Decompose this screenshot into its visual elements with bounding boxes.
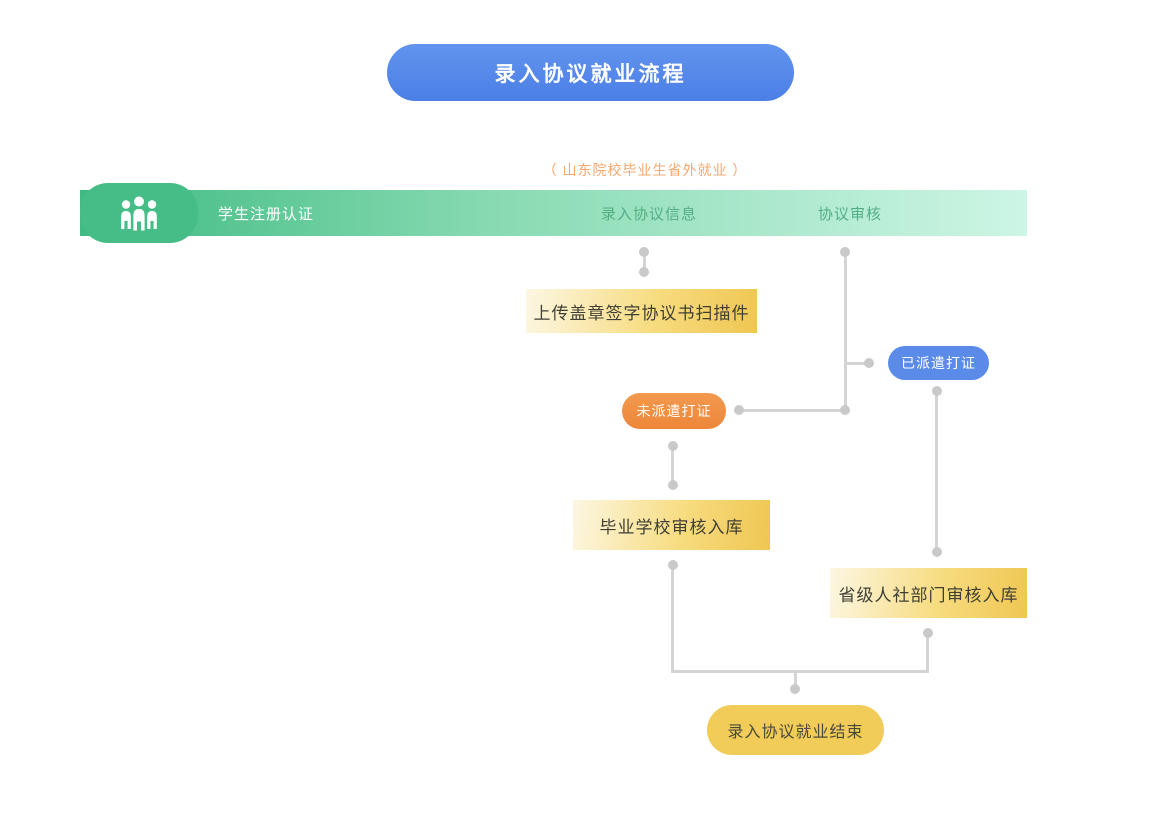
actor-badge bbox=[80, 183, 198, 243]
connector-line bbox=[926, 633, 929, 673]
connector-dot bbox=[840, 247, 850, 257]
connector-line bbox=[671, 670, 929, 673]
school-review-box: 毕业学校审核入库 bbox=[573, 500, 770, 550]
connector-line bbox=[794, 670, 797, 688]
connector-dot bbox=[864, 358, 874, 368]
page-title: 录入协议就业流程 bbox=[387, 44, 794, 101]
connector-line bbox=[742, 409, 845, 412]
scope-note: （ 山东院校毕业生省外就业 ） bbox=[542, 162, 748, 178]
connector-dot bbox=[932, 386, 942, 396]
upload-scan-box: 上传盖章签字协议书扫描件 bbox=[526, 289, 757, 333]
connector-line bbox=[844, 252, 847, 411]
connector-dot bbox=[668, 441, 678, 451]
dispatched-pill: 已派遣打证 bbox=[888, 346, 989, 380]
connector-dot bbox=[668, 480, 678, 490]
process-lane-bar bbox=[80, 190, 1027, 236]
connector-dot bbox=[668, 560, 678, 570]
provincial-review-box: 省级人社部门审核入库 bbox=[830, 568, 1027, 618]
process-end-pill: 录入协议就业结束 bbox=[707, 705, 884, 755]
connector-dot bbox=[923, 628, 933, 638]
connector-line bbox=[935, 391, 938, 552]
not-dispatched-pill: 未派遣打证 bbox=[622, 393, 726, 429]
connector-dot bbox=[734, 405, 744, 415]
connector-line bbox=[671, 565, 674, 673]
connector-dot bbox=[639, 267, 649, 277]
connector-line bbox=[671, 446, 674, 486]
connector-line bbox=[845, 362, 869, 365]
lane-step-review: 协议审核 bbox=[817, 206, 882, 223]
connector-dot bbox=[639, 247, 649, 257]
connector-dot bbox=[840, 405, 850, 415]
connector-line bbox=[643, 252, 646, 273]
group-icon bbox=[115, 194, 163, 232]
lane-step-register: 学生注册认证 bbox=[218, 206, 315, 223]
connector-dot bbox=[790, 684, 800, 694]
connector-dot bbox=[932, 547, 942, 557]
lane-step-enter-info: 录入协议信息 bbox=[600, 206, 697, 223]
